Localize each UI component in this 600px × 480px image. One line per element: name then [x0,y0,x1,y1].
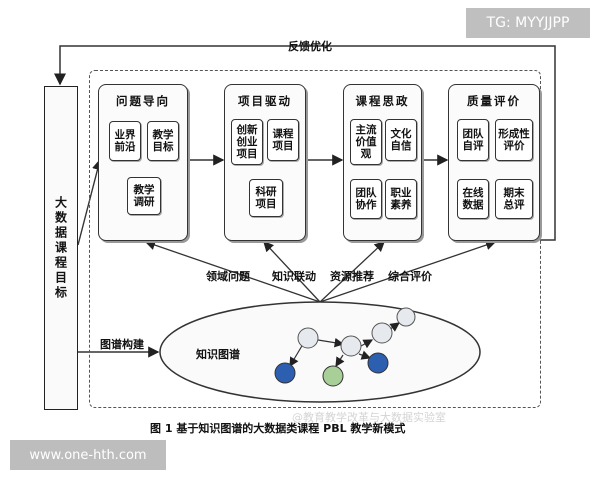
feedback-arrow [54,45,556,241]
link-label-resource-recommend: 资源推荐 [330,270,374,283]
feedback-label: 反馈优化 [288,40,332,53]
graph-node [274,362,296,384]
graph-build-label: 图谱构建 [100,338,144,351]
module-title: 问题导向 [116,94,170,108]
watermark-url: www.one-hth.com [10,440,166,470]
link-label-domain-problem: 领域问题 [206,270,250,283]
sub-box: 团队 自评 [457,119,489,161]
sub-box: 教学 目标 [147,121,179,161]
link-label-comprehensive-eval: 综合评价 [388,270,432,283]
module-title: 项目驱动 [238,94,292,108]
pbl-dashed-frame [89,70,541,408]
module-title: 质量评价 [467,94,521,108]
sub-box: 教学 调研 [127,177,161,215]
sub-box: 职业 素养 [385,179,417,219]
sub-box: 文化 自信 [385,119,417,161]
module-title: 课程思政 [355,94,410,108]
fan-arrow-1 [144,240,321,303]
sub-box: 业界 前沿 [109,121,141,161]
knowledge-graph-ellipse [159,301,481,403]
graph-edge [358,350,372,360]
figure-caption: 图 1 基于知识图谱的大数据类课程 PBL 教学新模式 [150,422,406,435]
sub-box: 课程 项目 [267,119,299,161]
graph-edge [335,354,345,368]
module-quality-evaluation: 质量评价 团队 自评 形成性 评价 在线 数据 期末 总评 [448,84,540,241]
sub-box: 创新 创业 项目 [231,119,263,165]
graph-node [297,327,319,349]
module-ideological: 课程思政 主流 价值 观 文化 自信 团队 协作 职业 素养 [343,84,422,241]
module-project-driven: 项目驱动 创新 创业 项目 课程 项目 科研 项目 [224,84,306,241]
graph-edge [360,339,374,349]
sub-box: 形成性 评价 [495,119,533,161]
graph-node [340,335,362,357]
graph-node [396,307,416,327]
graph-edge [317,337,345,348]
sub-box: 主流 价值 观 [350,119,382,165]
sub-box: 团队 协作 [350,179,382,219]
course-goal-label: 大数据课程目标 [53,195,68,301]
course-goal-box: 大数据课程目标 [44,86,78,410]
knowledge-graph-label: 知识图谱 [196,348,240,361]
sub-box: 在线 数据 [457,179,489,219]
fan-arrow-4 [319,240,497,303]
module-problem-oriented: 问题导向 业界 前沿 教学 目标 教学 调研 [98,84,188,241]
watermark-tg: TG: MYYJJPP [466,8,590,38]
fan-arrow-2 [263,241,321,303]
link-label-knowledge-link: 知识联动 [272,270,316,283]
graph-node [371,322,393,344]
graph-node [322,365,344,387]
graph-node [367,352,389,374]
sub-box: 期末 总评 [495,179,533,219]
sub-box: 科研 项目 [249,179,283,217]
faint-watermark: @教育教学改革与大数据实验室 [292,411,446,424]
fan-arrow-3 [319,241,385,303]
